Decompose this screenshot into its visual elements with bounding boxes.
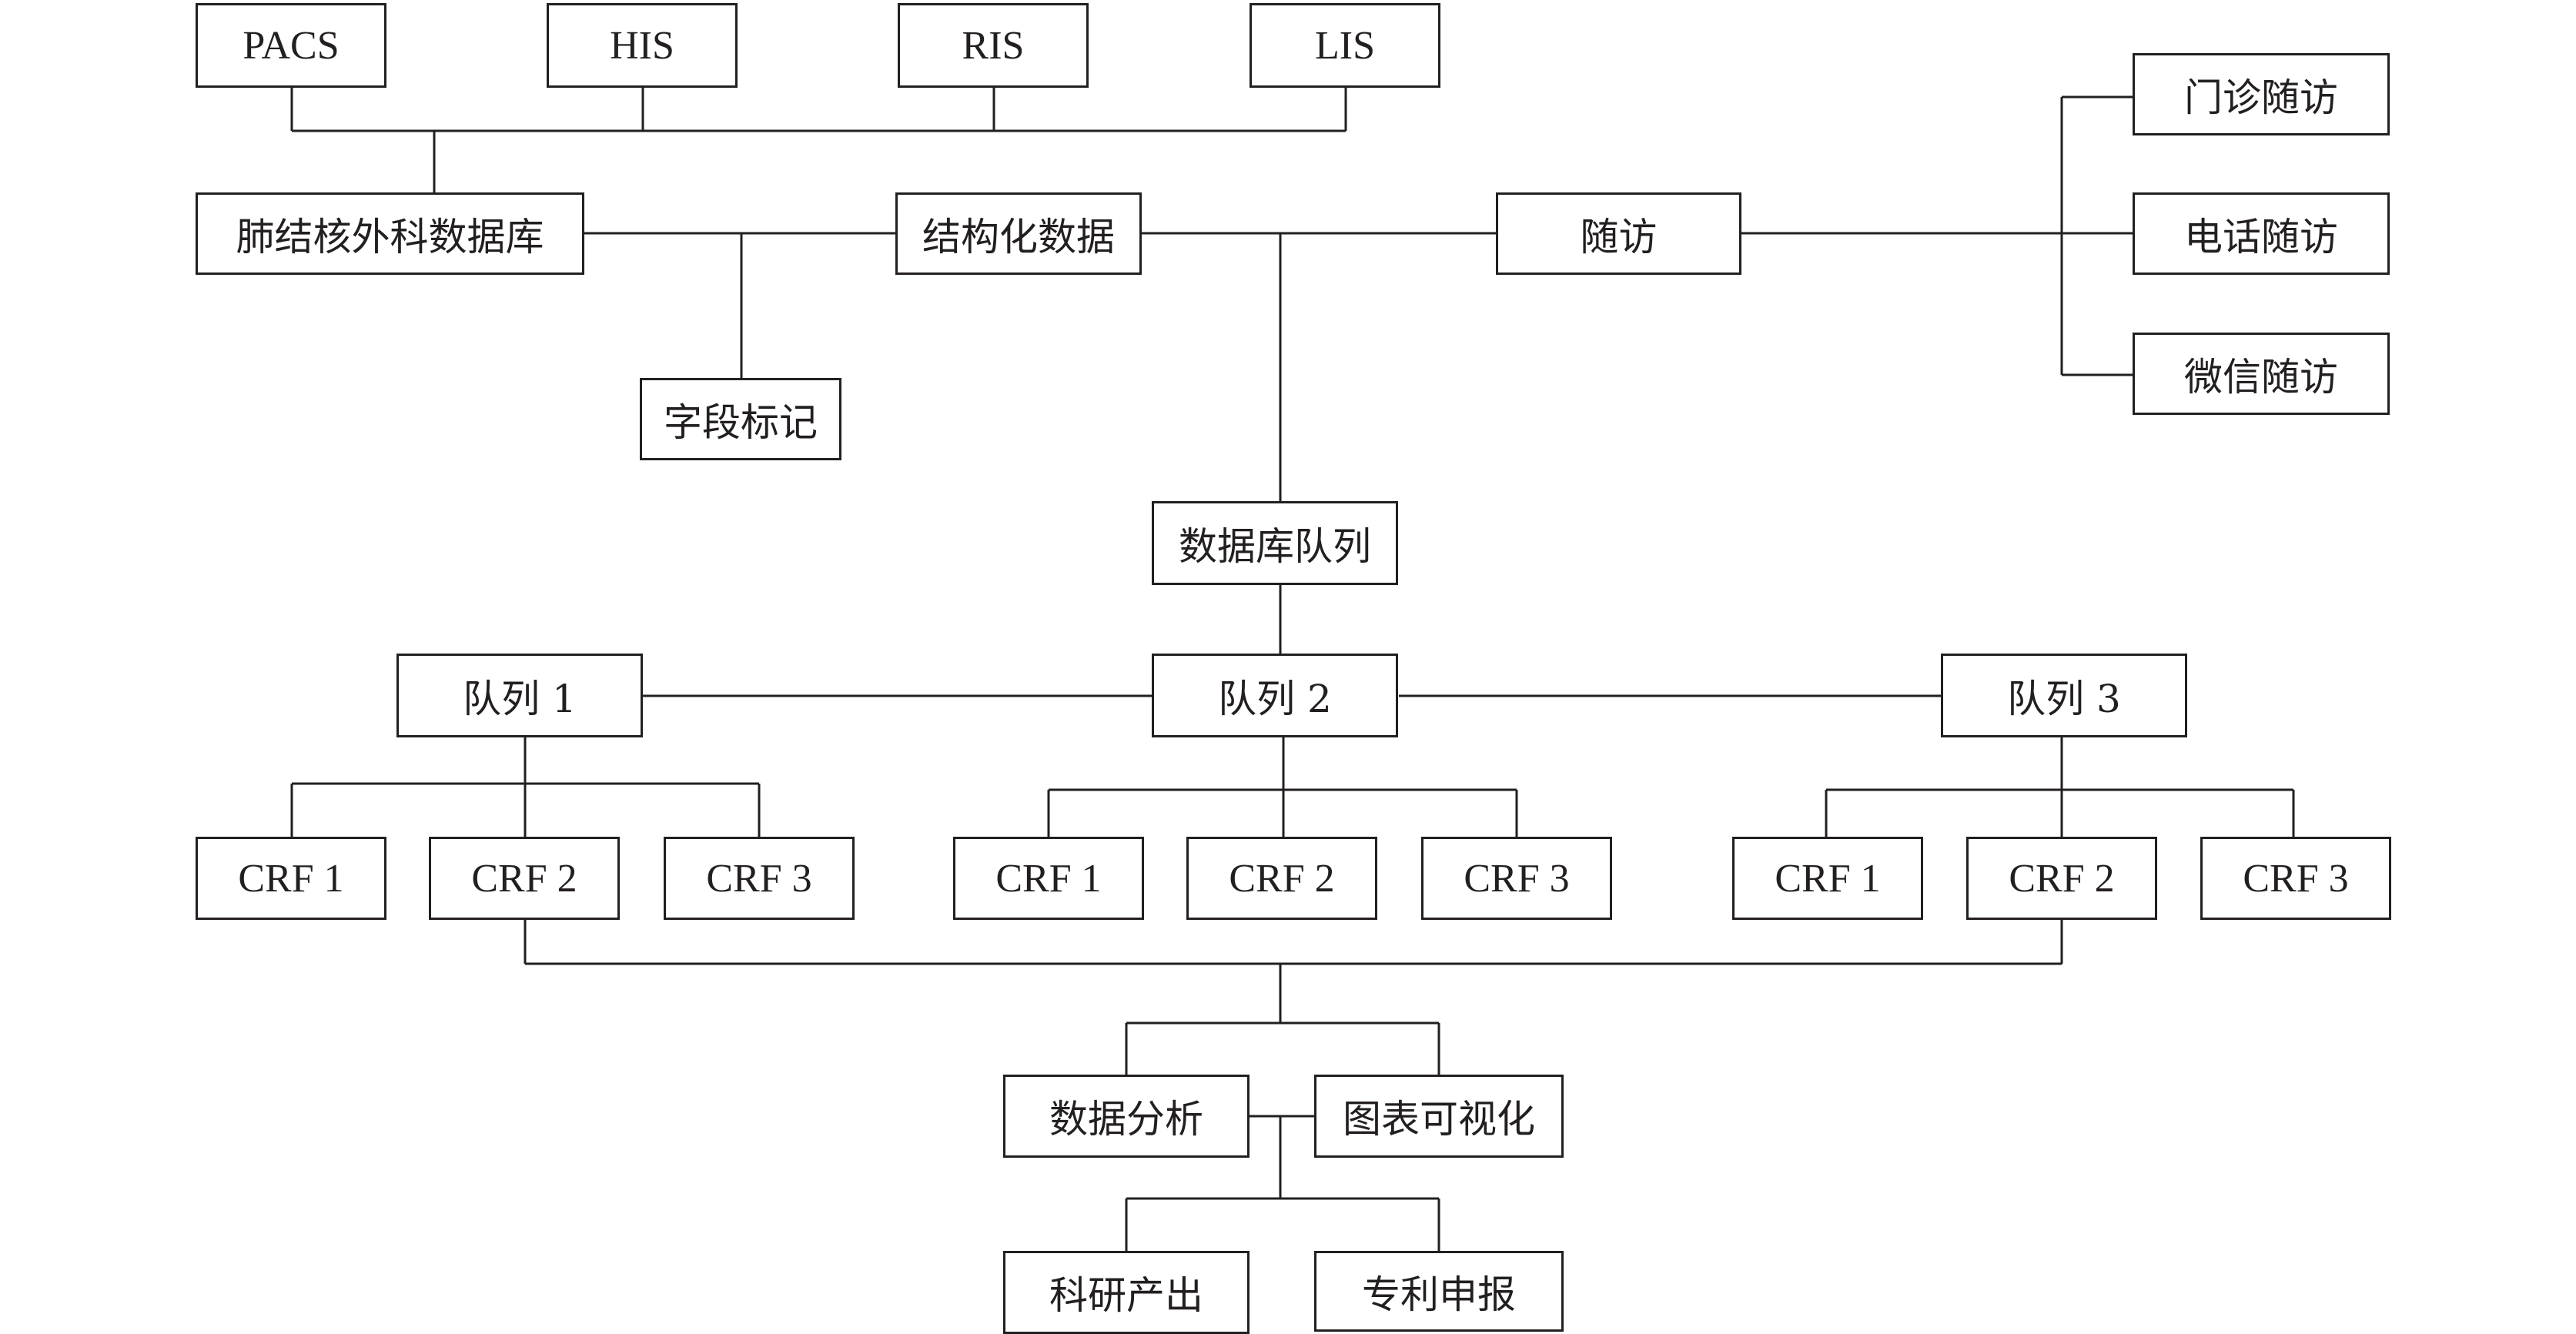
his-box: HIS	[547, 3, 738, 88]
cohort-3-crf-1-box: CRF 1	[1732, 837, 1923, 920]
ris-box: RIS	[898, 3, 1089, 88]
clinic-followup-box: 门诊随访	[2133, 53, 2390, 135]
structured-data-box: 结构化数据	[895, 192, 1142, 275]
cohort-1-crf-1-box: CRF 1	[196, 837, 386, 920]
cohort-1-box: 队列 1	[396, 654, 643, 737]
pacs-box: PACS	[196, 3, 386, 88]
cohort-2-crf-2-box: CRF 2	[1186, 837, 1377, 920]
tb-surgery-database-box: 肺结核外科数据库	[196, 192, 584, 275]
cohort-3-box: 队列 3	[1941, 654, 2187, 737]
followup-box: 随访	[1496, 192, 1741, 275]
patent-application-box: 专利申报	[1314, 1251, 1564, 1332]
phone-followup-box: 电话随访	[2133, 192, 2390, 275]
cohort-3-crf-2-box: CRF 2	[1966, 837, 2157, 920]
database-cohort-queue-box: 数据库队列	[1152, 501, 1398, 585]
cohort-1-crf-3-box: CRF 3	[664, 837, 855, 920]
cohort-2-crf-3-box: CRF 3	[1421, 837, 1612, 920]
chart-visualization-box: 图表可视化	[1314, 1075, 1564, 1158]
cohort-2-box: 队列 2	[1152, 654, 1398, 737]
data-analysis-box: 数据分析	[1003, 1075, 1250, 1158]
cohort-1-crf-2-box: CRF 2	[429, 837, 620, 920]
research-output-box: 科研产出	[1003, 1251, 1250, 1334]
cohort-2-crf-1-box: CRF 1	[953, 837, 1144, 920]
wechat-followup-box: 微信随访	[2133, 333, 2390, 415]
lis-box: LIS	[1250, 3, 1440, 88]
field-marking-box: 字段标记	[640, 378, 841, 460]
cohort-3-crf-3-box: CRF 3	[2200, 837, 2391, 920]
